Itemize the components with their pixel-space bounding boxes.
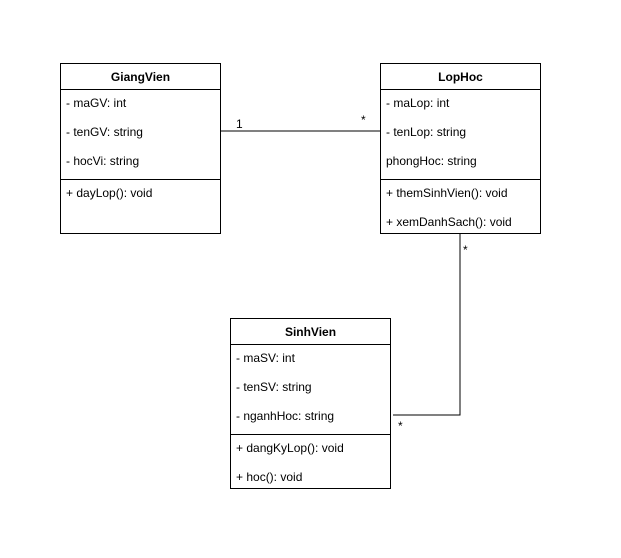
method[interactable]: + xemDanhSach(): void	[386, 215, 512, 229]
attribute[interactable]: - maSV: int	[236, 351, 295, 365]
attribute[interactable]: - tenLop: string	[386, 125, 467, 139]
multiplicity-sinhvien-end: *	[398, 419, 403, 433]
attribute[interactable]: - maGV: int	[66, 96, 127, 110]
class-name: SinhVien	[231, 319, 390, 345]
methods-section: + dayLop(): void	[61, 180, 220, 210]
method[interactable]: + themSinhVien(): void	[386, 186, 508, 200]
method[interactable]: + dayLop(): void	[66, 186, 153, 200]
method[interactable]: + hoc(): void	[236, 470, 303, 484]
attributes-section: - maSV: int - tenSV: string - nganhHoc: …	[231, 345, 390, 435]
attribute[interactable]: phongHoc: string	[386, 154, 477, 168]
method[interactable]: + dangKyLop(): void	[236, 441, 344, 455]
multiplicity-giangvien-end: 1	[236, 117, 243, 131]
attribute[interactable]: - maLop: int	[386, 96, 450, 110]
multiplicity-lophoc-end: *	[361, 113, 366, 127]
class-lophoc[interactable]: LopHoc - maLop: int - tenLop: string pho…	[380, 63, 541, 234]
attribute[interactable]: - nganhHoc: string	[236, 409, 335, 423]
methods-section: + dangKyLop(): void + hoc(): void	[231, 435, 390, 494]
attribute[interactable]: - hocVi: string	[66, 154, 140, 168]
attributes-section: - maLop: int - tenLop: string phongHoc: …	[381, 90, 540, 180]
attributes-section: - maGV: int - tenGV: string - hocVi: str…	[61, 90, 220, 180]
attribute[interactable]: - tenGV: string	[66, 125, 143, 139]
methods-section: + themSinhVien(): void + xemDanhSach(): …	[381, 180, 540, 239]
multiplicity-lophoc-bottom-end: *	[463, 243, 468, 257]
class-name: LopHoc	[381, 64, 540, 90]
class-sinhvien[interactable]: SinhVien - maSV: int - tenSV: string - n…	[230, 318, 391, 489]
class-giangvien[interactable]: GiangVien - maGV: int - tenGV: string - …	[60, 63, 221, 234]
attribute[interactable]: - tenSV: string	[236, 380, 312, 394]
association-lophoc-sinhvien[interactable]	[393, 234, 461, 416]
class-name: GiangVien	[61, 64, 220, 90]
